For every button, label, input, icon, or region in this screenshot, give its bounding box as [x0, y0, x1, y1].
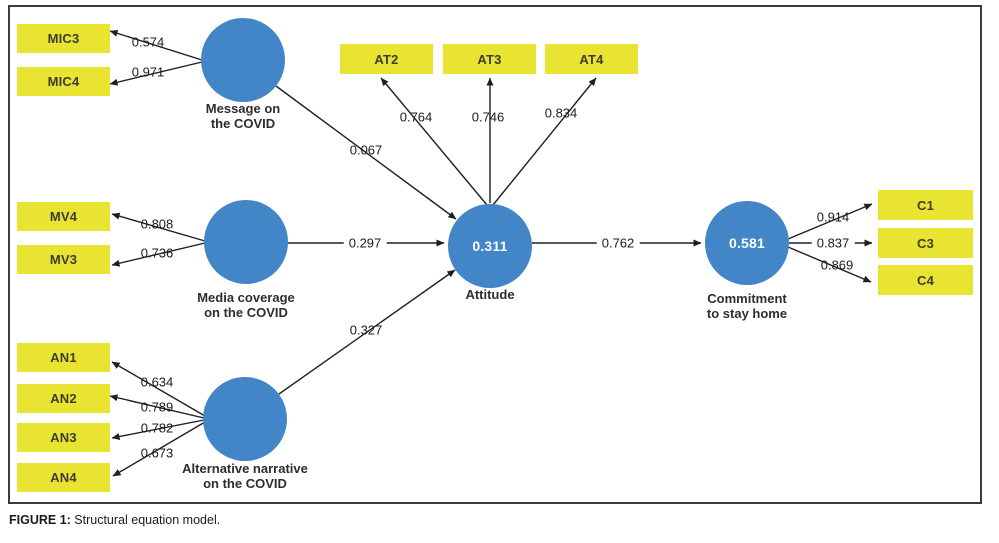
caption-line: Alternative narrative	[182, 461, 308, 476]
indicator-at3: AT3	[443, 44, 536, 74]
attitude-r2-value: 0.311	[472, 238, 508, 254]
indicator-mv4: MV4	[17, 202, 110, 231]
figure-caption: FIGURE 1: Structural equation model.	[9, 513, 220, 527]
path-coef-alternative-attitude: 0.327	[349, 322, 383, 338]
caption-line: Attitude	[465, 287, 515, 302]
indicator-at4: AT4	[545, 44, 638, 74]
caption-line: on the COVID	[204, 305, 288, 321]
indicator-c1: C1	[878, 190, 973, 220]
commitment-r2-value: 0.581	[728, 235, 766, 251]
loading-an1: 0.634	[140, 374, 174, 390]
indicator-an4: AN4	[17, 463, 110, 492]
loading-mv4: 0.808	[140, 216, 174, 232]
loading-mic4: 0.971	[131, 64, 165, 80]
loading-at2: 0.764	[399, 109, 433, 125]
loading-an4: 0.673	[140, 445, 174, 461]
indicator-an2: AN2	[17, 384, 110, 413]
path-coef-message-attitude: 0.067	[349, 142, 383, 158]
caption-line: Message on	[205, 101, 281, 116]
loading-c4: 0.869	[820, 257, 854, 273]
loading-mic3: 0.574	[131, 34, 165, 50]
loading-at4: 0.834	[544, 105, 578, 121]
loading-at3: 0.746	[471, 109, 505, 125]
indicator-mic4: MIC4	[17, 67, 110, 96]
loading-c3: 0.837	[811, 234, 855, 252]
indicator-c4: C4	[878, 265, 973, 295]
loading-an3: 0.782	[140, 420, 174, 436]
latent-circle-commitment: 0.581	[705, 201, 789, 285]
loading-an2: 0.789	[140, 399, 174, 415]
indicator-mic3: MIC3	[17, 24, 110, 53]
latent-circle-message	[201, 18, 285, 102]
caption-line: to stay home	[706, 306, 788, 322]
path-coef-media-attitude: 0.297	[343, 234, 387, 252]
indicator-an1: AN1	[17, 343, 110, 372]
loading-c1: 0.914	[816, 209, 850, 225]
latent-circle-alternative	[203, 377, 287, 461]
latent-circle-attitude: 0.311	[448, 204, 532, 288]
indicator-c3: C3	[878, 228, 973, 258]
figure-caption-text: Structural equation model.	[70, 513, 221, 527]
latent-caption-attitude: Attitude	[465, 287, 514, 302]
indicator-mv3: MV3	[17, 245, 110, 274]
loading-mv3: 0.736	[140, 245, 174, 261]
latent-caption-message: Message on the COVID	[206, 101, 280, 132]
latent-caption-media: Media coverage on the COVID	[197, 290, 295, 321]
latent-caption-alternative: Alternative narrative on the COVID	[182, 461, 308, 492]
path-coef-attitude-commitment: 0.762	[596, 234, 640, 252]
caption-line: Commitment	[707, 291, 787, 306]
latent-caption-commitment: Commitment to stay home	[707, 291, 787, 322]
indicator-an3: AN3	[17, 423, 110, 452]
figure-caption-label: FIGURE 1:	[9, 513, 71, 527]
caption-line: on the COVID	[203, 476, 287, 492]
caption-line: Media coverage	[197, 290, 295, 305]
caption-line: the COVID	[210, 116, 276, 132]
indicator-at2: AT2	[340, 44, 433, 74]
latent-circle-media	[204, 200, 288, 284]
